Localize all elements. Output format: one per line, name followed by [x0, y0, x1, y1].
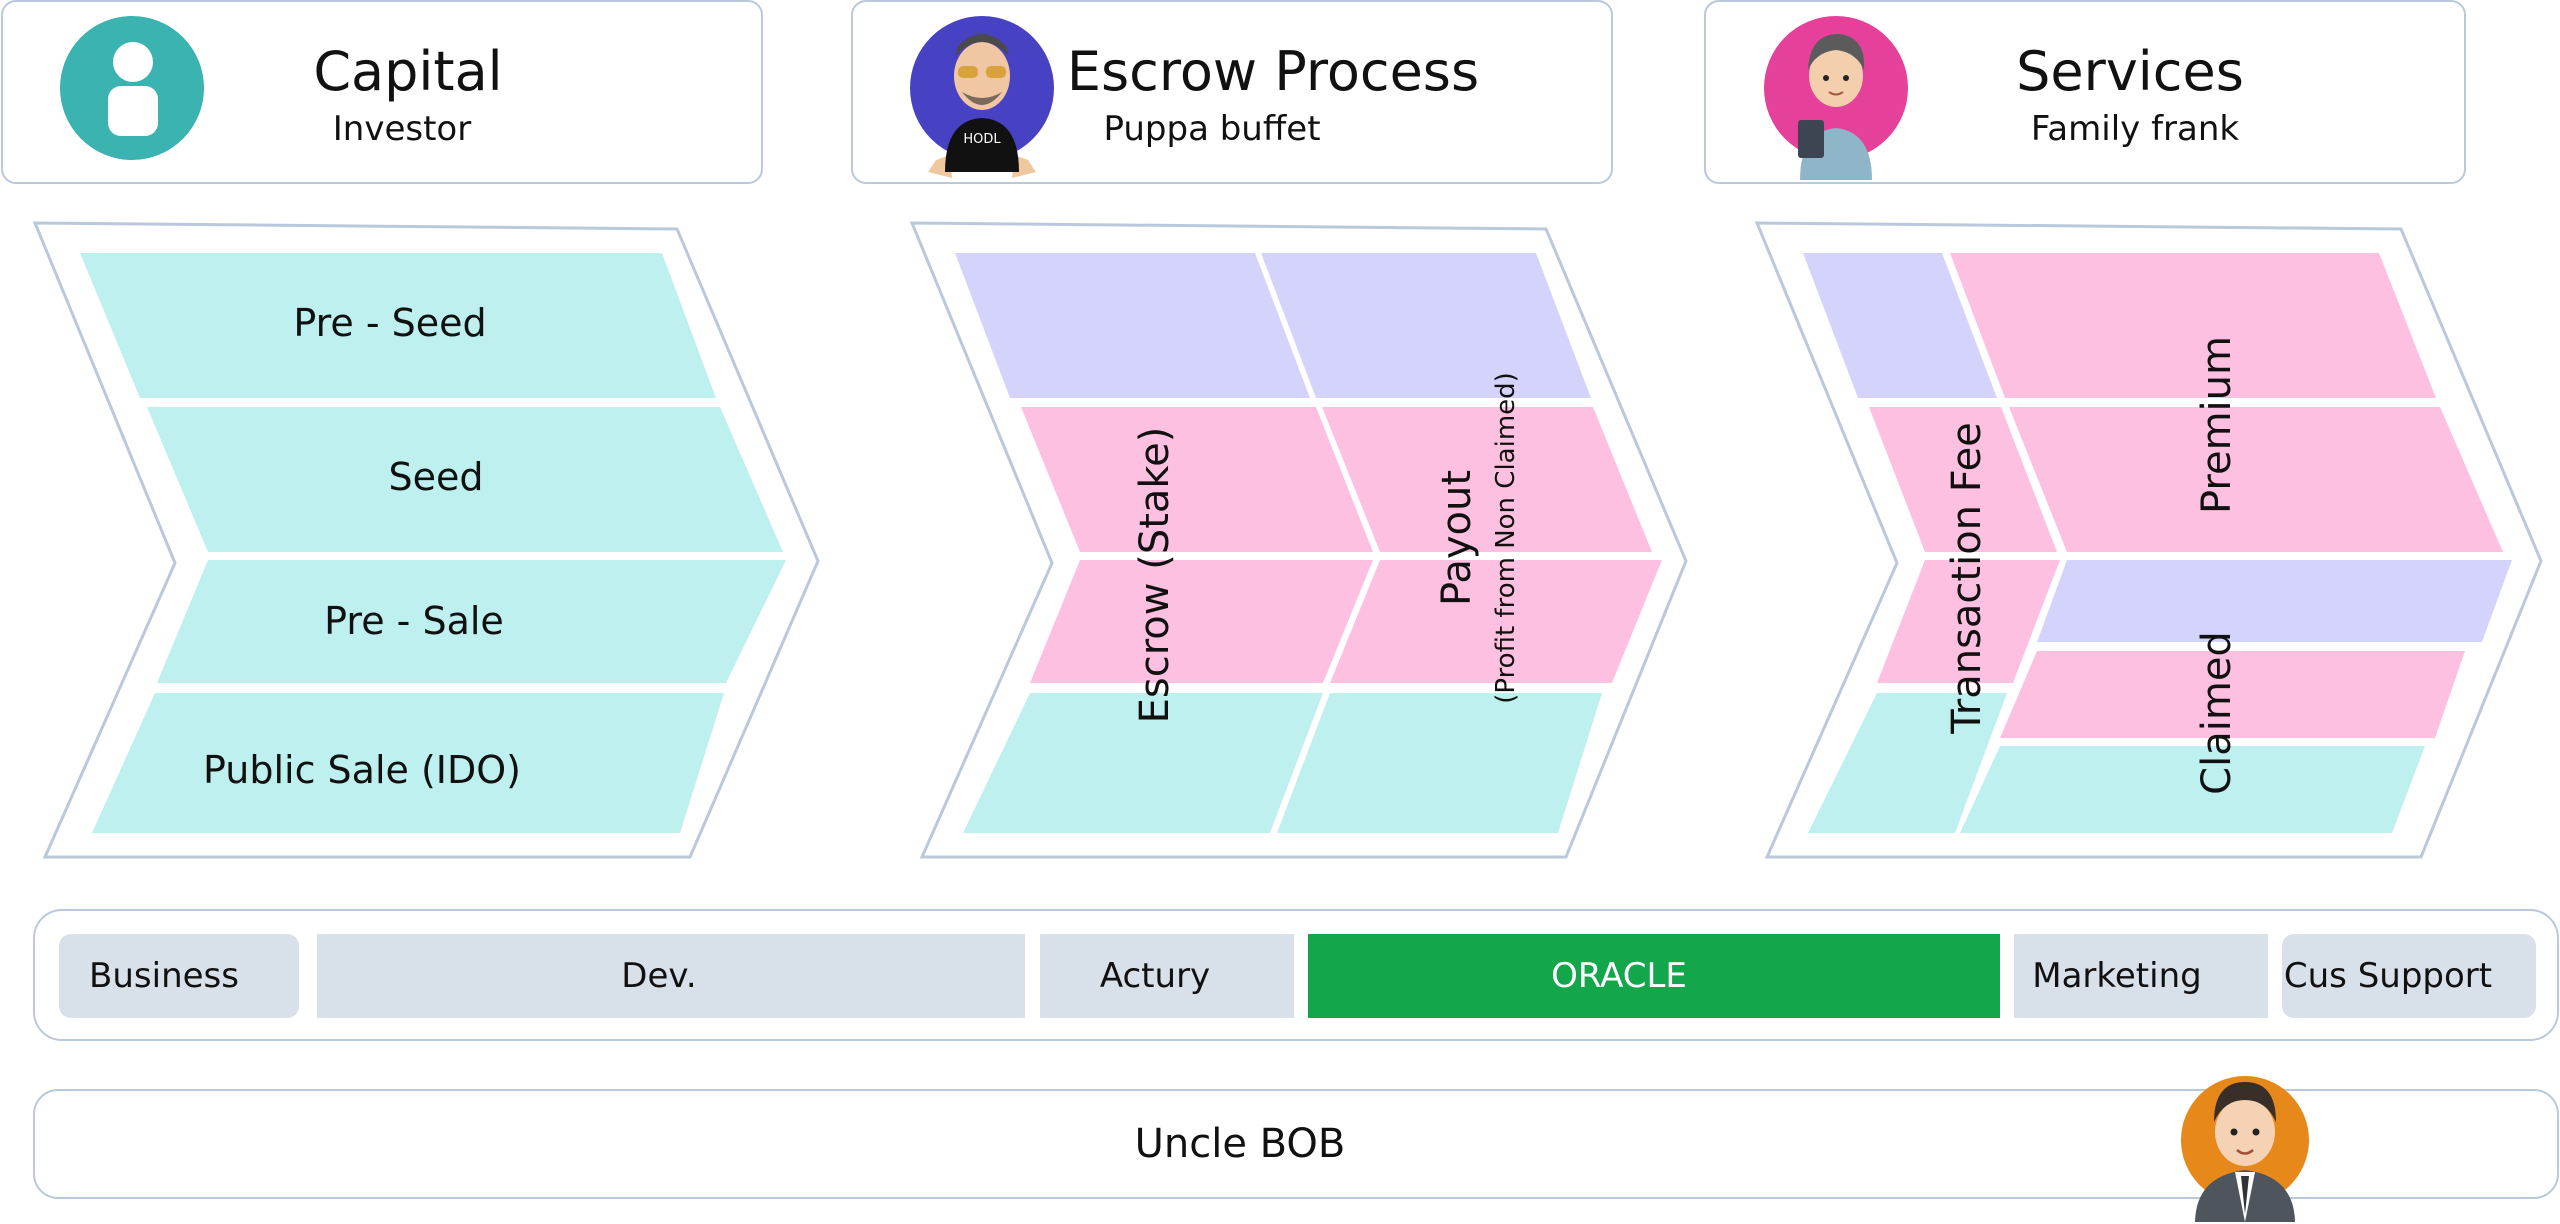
pre-seed-band: [80, 253, 716, 398]
dept-business-chip[interactable]: [59, 934, 299, 1018]
escrow-stake-label: Escrow (Stake): [1132, 427, 1178, 724]
payout-label: Payout: [1434, 470, 1480, 606]
escrow-bottom-left-cell: [963, 693, 1323, 833]
hodl-avatar-icon: HODL: [910, 16, 1054, 178]
fee-upper-cell: [1869, 407, 2057, 552]
seed-band: [147, 407, 783, 552]
stage-seed-label: Seed: [389, 455, 484, 499]
header-card-escrow: HODL Escrow Process Puppa buffet: [851, 0, 1613, 184]
capital-chevron: Pre - Seed Seed Pre - Sale Public Sale (…: [32, 221, 820, 859]
stage-public-sale-label: Public Sale (IDO): [203, 748, 521, 792]
hodl-badge-text: HODL: [963, 132, 1001, 147]
header-card-capital: Capital Investor: [1, 0, 763, 184]
claimed-lavender-cell: [2037, 560, 2512, 642]
services-chevron: Transaction Fee Premium Claimed: [1754, 221, 2543, 859]
escrow-stake-upper-cell: [1021, 407, 1373, 552]
dept-cus-support-label: Cus Support: [2284, 956, 2492, 996]
dept-oracle-chip[interactable]: [1308, 934, 2000, 1018]
escrow-stake-lower-cell: [1030, 560, 1373, 683]
dept-oracle-label: ORACLE: [1551, 956, 1687, 996]
dept-actury-label: Actury: [1100, 956, 1210, 996]
footer-label: Uncle BOB: [1135, 1121, 1346, 1167]
departments-bar: Business Dev. Actury ORACLE Marketing Cu…: [33, 909, 2559, 1041]
footer-bar: Uncle BOB: [33, 1076, 2559, 1222]
payout-note-label: (Profit from Non Claimed): [1491, 372, 1521, 704]
claimed-teal-cell: [1960, 746, 2425, 833]
pre-sale-band: [157, 560, 786, 683]
dept-marketing-label: Marketing: [2032, 956, 2201, 996]
escrow-subtitle: Puppa buffet: [1103, 109, 1320, 149]
capital-subtitle: Investor: [333, 109, 471, 149]
businessman-avatar-icon: [1764, 16, 1908, 180]
manager-avatar-icon: [2181, 1076, 2309, 1222]
escrow-top-right-cell: [1261, 253, 1591, 398]
dept-cus-support-chip[interactable]: [2282, 934, 2536, 1018]
transaction-fee-label: Transaction Fee: [1944, 422, 1990, 735]
escrow-top-left-cell: [955, 253, 1310, 398]
premium-upper-cell: [1950, 253, 2436, 398]
services-title: Services: [2016, 40, 2244, 103]
fee-bottom-cell: [1808, 693, 2007, 833]
escrow-payout-lower-cell: [1330, 560, 1662, 683]
dept-actury-chip[interactable]: [1040, 934, 1294, 1018]
claimed-label: Claimed: [2194, 631, 2240, 795]
escrow-bottom-right-cell: [1277, 693, 1602, 833]
header-card-services: Services Family frank: [1704, 0, 2466, 184]
premium-lower-cell: [2009, 407, 2503, 552]
capital-title: Capital: [313, 40, 502, 103]
premium-label: Premium: [2194, 336, 2240, 514]
stage-pre-seed-label: Pre - Seed: [293, 301, 486, 345]
user-icon: [60, 16, 204, 160]
claimed-pink-cell: [2000, 651, 2465, 738]
escrow-payout-upper-cell: [1322, 407, 1652, 552]
dept-dev-label: Dev.: [621, 956, 696, 996]
dept-business-label: Business: [89, 956, 239, 996]
services-subtitle: Family frank: [2031, 109, 2240, 149]
dept-dev-chip[interactable]: [317, 934, 1025, 1018]
stage-pre-sale-label: Pre - Sale: [324, 599, 504, 643]
fee-top-cell: [1803, 253, 1997, 398]
public-sale-band: [92, 693, 724, 833]
escrow-chevron: Escrow (Stake) Payout (Profit from Non C…: [909, 221, 1688, 859]
fee-lower-cell: [1877, 560, 2060, 683]
escrow-title: Escrow Process: [1067, 40, 1479, 103]
dept-marketing-chip[interactable]: [2014, 934, 2268, 1018]
